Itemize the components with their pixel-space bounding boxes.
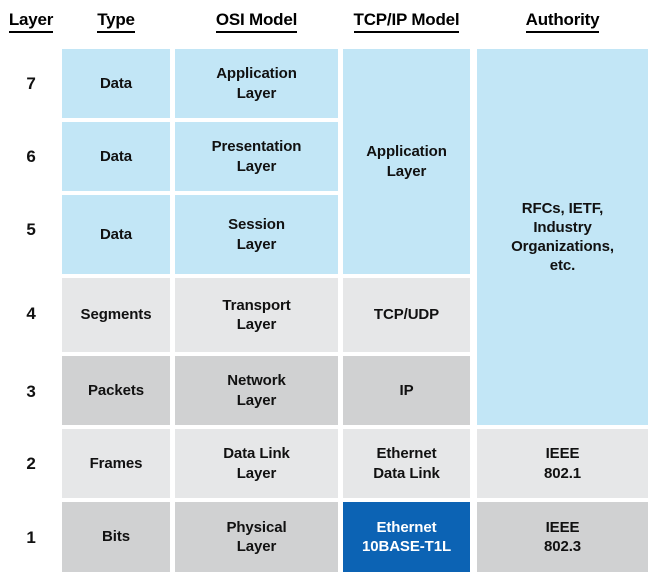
layer-number-6: 6	[0, 122, 62, 191]
type-cell-layer-2: Frames	[62, 429, 170, 498]
layer-number-2: 2	[0, 429, 62, 498]
column-header-authority-label: Authority	[525, 10, 600, 33]
table-header-row: Layer Type OSI Model TCP/IP Model Author…	[0, 0, 648, 44]
layer-number-1: 1	[0, 503, 62, 572]
type-cell-layer-4: Segments	[62, 278, 170, 352]
column-header-layer-label: Layer	[8, 10, 53, 33]
tcpip-cell-ip: IP	[343, 356, 470, 425]
column-header-authority: Authority	[477, 10, 648, 33]
type-cell-layer-3: Packets	[62, 356, 170, 425]
column-header-type: Type	[62, 10, 170, 33]
column-header-tcpip-model: TCP/IP Model	[338, 10, 475, 33]
layer-number-7: 7	[0, 49, 62, 118]
column-header-layer: Layer	[0, 10, 62, 33]
layer-number-4: 4	[0, 281, 62, 347]
type-cell-layer-7: Data	[62, 49, 170, 118]
column-header-type-label: Type	[97, 10, 135, 33]
layer-number-5: 5	[0, 195, 62, 264]
column-header-osi-model-label: OSI Model	[215, 10, 297, 33]
layer-number-3: 3	[0, 358, 62, 425]
column-header-tcpip-model-label: TCP/IP Model	[353, 10, 460, 33]
type-cell-layer-1: Bits	[62, 502, 170, 572]
column-header-osi-model: OSI Model	[175, 10, 338, 33]
tcpip-cell-tcp-udp: TCP/UDP	[343, 278, 470, 352]
type-cell-layer-6: Data	[62, 122, 170, 191]
type-cell-layer-5: Data	[62, 195, 170, 274]
